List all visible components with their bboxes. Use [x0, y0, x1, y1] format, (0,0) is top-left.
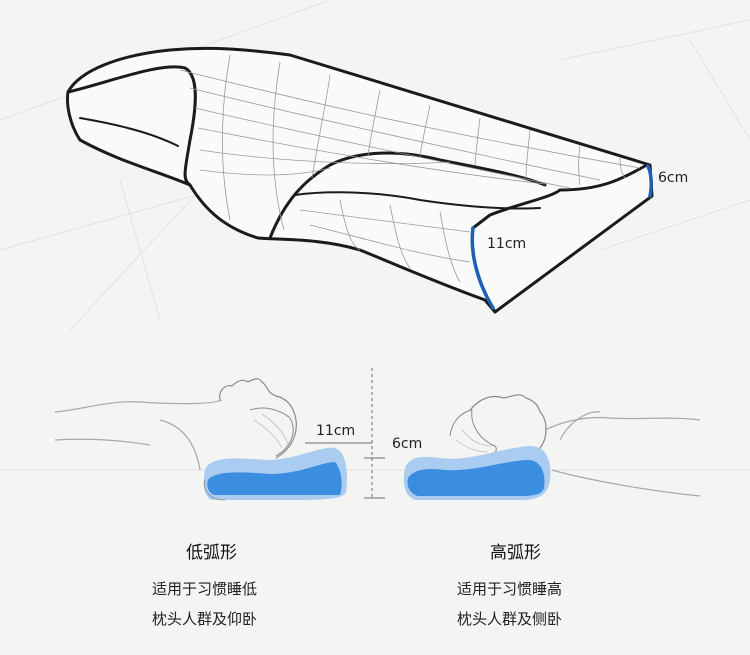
caption-right-title: 高弧形: [490, 543, 541, 563]
pillow-label-high: 11cm: [487, 236, 527, 252]
caption-left-line1: 适用于习惯睡低: [152, 580, 258, 598]
pillow-label-low: 6cm: [658, 170, 689, 186]
dimension-guides: [305, 368, 385, 499]
caption-right-line2: 枕头人群及侧卧: [457, 610, 563, 628]
pillow-drawing: [66, 46, 654, 314]
pillow-grid: [179, 54, 641, 283]
pillow-height-markers: [470, 164, 654, 310]
figure-left-supine: [54, 378, 347, 501]
diagram-label-low: 6cm: [392, 436, 423, 452]
diagram-label-high: 11cm: [316, 423, 356, 439]
caption-left-title: 低弧形: [186, 543, 237, 563]
figure-right-side-lying: [403, 394, 701, 500]
caption-right-line1: 适用于习惯睡高: [457, 580, 563, 598]
caption-left-line2: 枕头人群及仰卧: [152, 610, 258, 628]
